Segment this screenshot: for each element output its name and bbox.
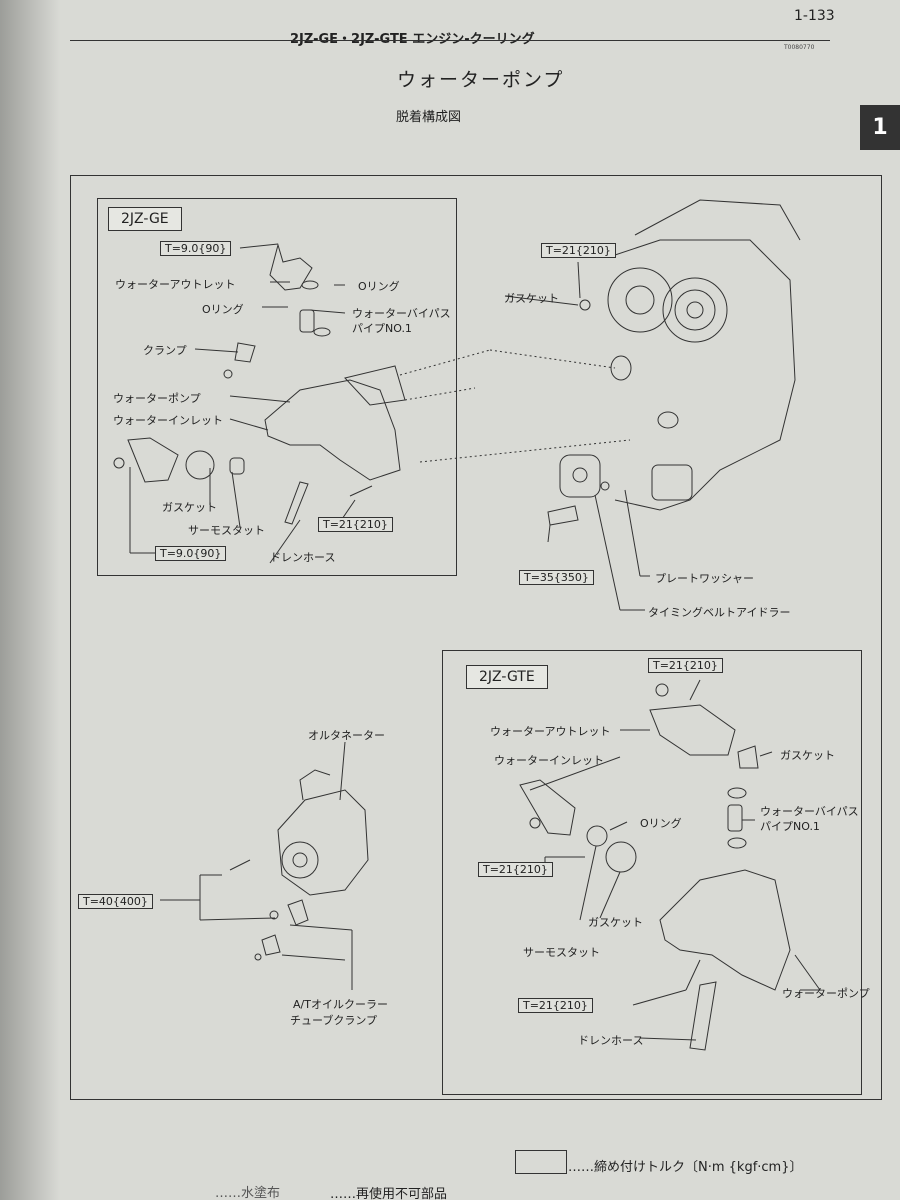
ge-label-oring: Oリング [202,303,244,316]
page-subtitle: 脱着構成図 [396,110,462,125]
gte-label-thermostat: サーモスタット [523,946,600,959]
engine-label-washer: プレートワッシャー [655,572,754,585]
gte-label-inlet: ウォーターインレット [494,754,604,767]
header-rule [70,40,830,41]
gte-model-tag: 2JZ-GTE [466,665,548,689]
legend-partial-text: ……水塗布 [215,1186,281,1200]
ge-label-outlet: ウォーターアウトレット [115,278,236,291]
ge-label-gasket: ガスケット [162,501,217,514]
ge-torque-inlet: T=9.0{90} [155,546,227,561]
gte-label-oring: Oリング [640,817,682,830]
ge-label-bypass-1: ウォーターバイパス [352,307,451,320]
legend-nonreusable: ……再使用不可部品 [330,1187,448,1200]
ge-label-thermostat: サーモスタット [188,524,265,537]
gte-label-bypass-1: ウォーターバイパス [760,805,859,818]
ge-label-inlet: ウォーターインレット [113,414,223,427]
ge-torque-pump: T=21{210} [318,517,393,532]
legend-torque: ……締め付けトルク〔N·m {kgf·cm}〕 [568,1160,803,1175]
engine-label-gasket: ガスケット [504,292,559,305]
gte-torque-pump: T=21{210} [518,998,593,1013]
page-number: 1-133 [794,8,835,24]
gte-label-outlet: ウォーターアウトレット [490,725,611,738]
alt-torque: T=40{400} [78,894,153,909]
document-code: T0080770 [784,44,815,51]
chapter-title: 2JZ-GE・2JZ-GTE エンジン-クーリング [290,32,535,47]
ge-diagram-box [97,198,457,576]
gte-torque-inlet: T=21{210} [478,862,553,877]
ge-label-pump: ウォーターポンプ [113,392,201,405]
page-binding-shadow [0,0,60,1200]
ge-model-tag: 2JZ-GE [108,207,182,231]
gte-diagram-box [442,650,862,1095]
ge-label-clamp: クランプ [143,344,187,357]
gte-label-gasket: ガスケット [588,916,643,929]
gte-label-bypass-2: パイプNO.1 [760,820,820,833]
alt-label-alternator: オルタネーター [308,729,385,742]
section-tab[interactable]: 1 [860,105,900,150]
legend-torque-box-icon [515,1150,567,1174]
gte-label-drain-hose: ドレンホース [578,1034,644,1047]
ge-label-drain-hose: ドレンホース [270,551,336,564]
alt-label-clamp-1: A/Tオイルクーラー [293,998,388,1011]
ge-torque-outlet: T=9.0{90} [160,241,232,256]
diagram-frame [70,175,882,1100]
alt-label-clamp-2: チューブクランプ [290,1014,378,1027]
gte-label-pump: ウォーターポンプ [782,987,870,1000]
engine-torque-bottom: T=35{350} [519,570,594,585]
page-title: ウォーターポンプ [397,69,565,91]
engine-label-idler: タイミングベルトアイドラー [648,606,791,619]
gte-label-gasket-top: ガスケット [780,749,835,762]
ge-label-oring-top: Oリング [358,280,400,293]
gte-torque-outlet: T=21{210} [648,658,723,673]
ge-label-bypass-2: パイプNO.1 [352,322,412,335]
engine-torque-top: T=21{210} [541,243,616,258]
